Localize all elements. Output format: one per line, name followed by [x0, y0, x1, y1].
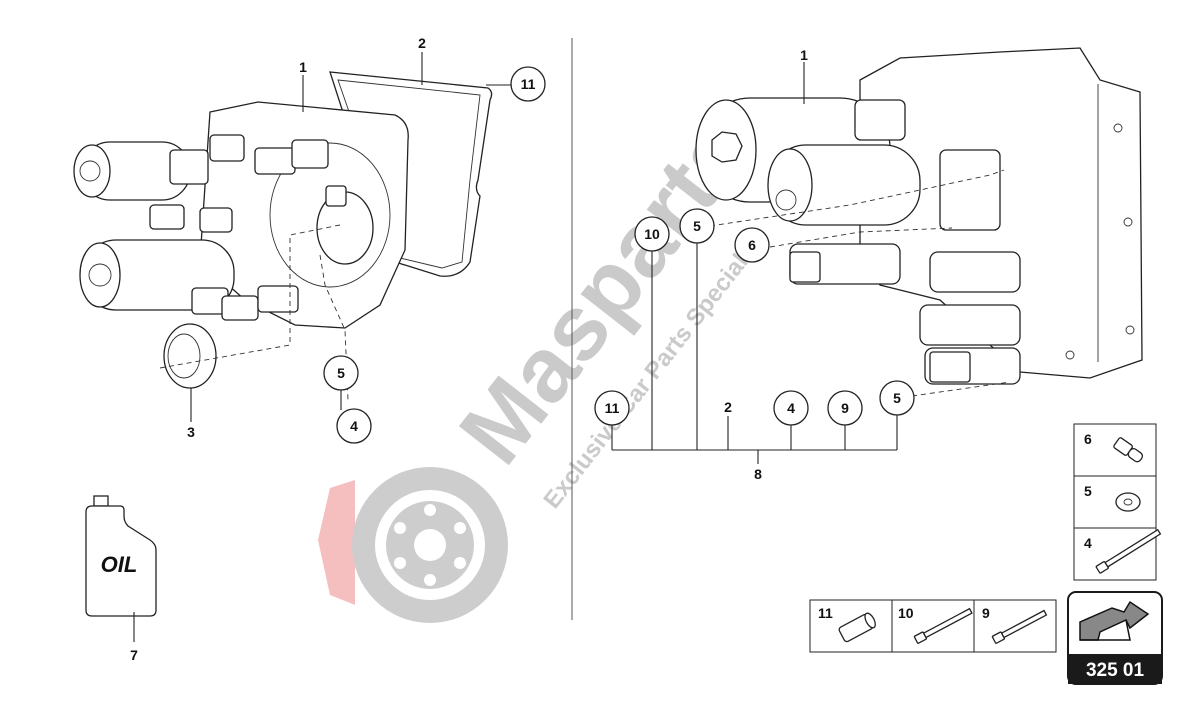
svg-text:11: 11	[521, 76, 536, 92]
legend-item-9: 9	[982, 605, 990, 621]
svg-text:9: 9	[841, 400, 849, 416]
bolt-long-icon	[1095, 528, 1162, 574]
right-callout-11: 11	[594, 390, 630, 426]
right-callout-10: 10	[634, 216, 670, 252]
diagram-number-badge: 325 01	[1067, 591, 1163, 685]
legend-box-horizontal: 11 10 9	[809, 599, 1057, 653]
left-callout-11: 11	[510, 66, 546, 102]
bolt-short-icon	[991, 609, 1048, 644]
left-label-part-7: 7	[130, 647, 138, 663]
legend-box-vertical: 6 5 4	[1073, 423, 1162, 581]
right-housing-body	[859, 47, 1143, 379]
left-callout-4: 4	[336, 408, 372, 444]
fitting-icon	[1113, 437, 1144, 463]
left-callout-5: 5	[323, 355, 359, 391]
right-label-part-1: 1	[800, 47, 808, 63]
oil-bottle: OIL	[85, 495, 157, 617]
right-label-part-2: 2	[724, 399, 732, 415]
svg-text:5: 5	[337, 365, 345, 381]
watermark-disc-logo	[318, 467, 508, 623]
right-callout-5-lower: 5	[879, 380, 915, 416]
legend-item-4: 4	[1084, 535, 1092, 551]
svg-text:4: 4	[350, 418, 358, 434]
left-label-part-1: 1	[299, 59, 307, 75]
pin-icon	[838, 612, 876, 643]
left-label-part-3: 3	[187, 424, 195, 440]
diagram-number: 325 01	[1086, 660, 1145, 681]
right-label-part-8: 8	[754, 466, 762, 482]
legend-item-6: 6	[1084, 431, 1092, 447]
svg-text:5: 5	[893, 390, 901, 406]
right-assembly-drawing	[695, 47, 1143, 397]
svg-text:10: 10	[644, 226, 660, 242]
legend-item-11: 11	[818, 605, 833, 621]
housing-body	[199, 101, 409, 329]
svg-text:11: 11	[605, 400, 620, 416]
left-assembly-drawing	[73, 71, 493, 401]
legend-item-5: 5	[1084, 483, 1092, 499]
seal-ring	[163, 323, 217, 389]
oil-label: OIL	[101, 552, 138, 577]
right-callout-4: 4	[773, 390, 809, 426]
svg-text:4: 4	[787, 400, 795, 416]
right-callout-6: 6	[734, 227, 770, 263]
bolt-medium-icon	[913, 607, 973, 644]
right-callout-9: 9	[827, 390, 863, 426]
washer-icon	[1115, 492, 1141, 512]
svg-text:6: 6	[748, 237, 756, 253]
right-callout-5-upper: 5	[679, 208, 715, 244]
legend-item-10: 10	[898, 605, 914, 621]
left-label-part-2: 2	[418, 35, 426, 51]
svg-text:5: 5	[693, 218, 701, 234]
